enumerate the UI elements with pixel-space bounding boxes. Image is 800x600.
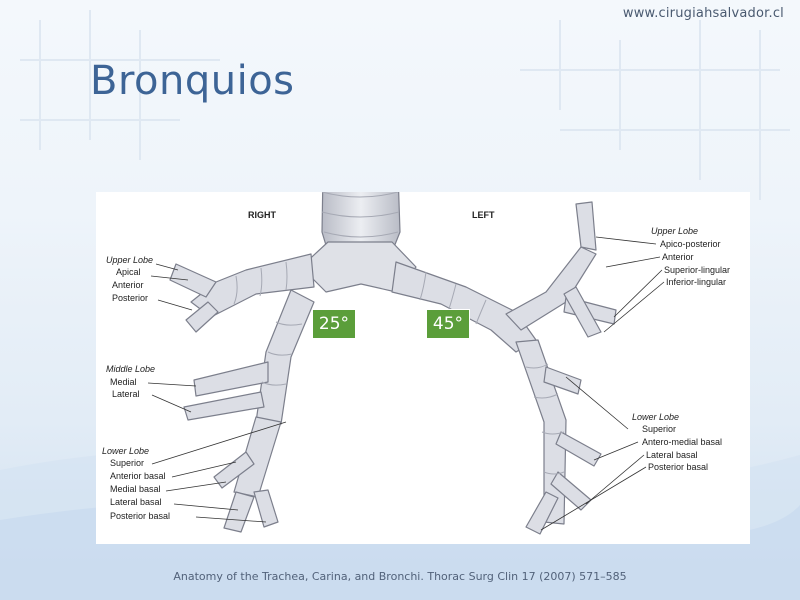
left-upper-lobe-trunk	[505, 246, 597, 331]
left-upper-label: Apico-posterior	[660, 239, 721, 249]
left-lower-trunk	[515, 339, 567, 525]
right-lower-branch-c	[253, 489, 279, 528]
citation: Anatomy of the Trachea, Carina, and Bron…	[173, 570, 627, 583]
left-lower-lateral	[550, 471, 592, 511]
right-upper-apical	[169, 263, 217, 298]
left-lower-posterior	[525, 491, 559, 535]
angle-badge-right: 25°	[312, 309, 356, 339]
right-middle-lateral	[183, 391, 265, 421]
right-lower-branch-b	[223, 491, 255, 533]
right-lower-branch-a	[213, 451, 255, 489]
right-middle-lobe-heading: Middle Lobe	[106, 364, 156, 374]
right-lower-label: Superior	[110, 458, 145, 468]
left-main-bronchus	[391, 261, 537, 353]
left-upper-apico-posterior	[575, 201, 597, 251]
side-label-left: LEFT	[472, 210, 495, 220]
left-upper-label: Superior-lingular	[664, 265, 731, 275]
left-lower-label: Lateral basal	[646, 450, 698, 460]
right-lower-label: Posterior basal	[110, 511, 171, 521]
left-lower-label: Superior	[642, 424, 677, 434]
left-lower-antero-medial	[555, 431, 602, 467]
left-upper-inferior	[563, 286, 602, 338]
slide-title: Bronquios	[90, 58, 295, 104]
bronchial-tree-figure: RIGHT LEFT Upper Lobe Apical Anterior Po…	[96, 192, 750, 544]
angle-badge-left: 45°	[426, 309, 470, 339]
right-middle-medial	[193, 361, 269, 397]
right-upper-label: Anterior	[112, 280, 144, 290]
site-url: www.cirugiahsalvador.cl	[622, 6, 784, 21]
left-lower-label: Posterior basal	[648, 462, 709, 472]
right-intermediate-bronchus	[255, 289, 315, 425]
right-middle-label: Medial	[110, 377, 137, 387]
side-label-right: RIGHT	[248, 210, 276, 220]
right-upper-posterior	[185, 301, 219, 333]
right-lower-label: Lateral basal	[110, 497, 162, 507]
left-lower-label: Antero-medial basal	[642, 437, 723, 447]
right-middle-label: Lateral	[112, 389, 140, 399]
left-lower-lobe-heading: Lower Lobe	[632, 412, 680, 422]
right-upper-label: Apical	[116, 267, 141, 277]
left-lower-superior	[543, 366, 582, 395]
bronchial-tree-illustration	[147, 192, 665, 535]
right-lower-label: Anterior basal	[110, 471, 166, 481]
left-upper-label: Inferior-lingular	[666, 277, 727, 287]
right-upper-lobe-heading: Upper Lobe	[106, 255, 154, 265]
right-upper-label: Posterior	[112, 293, 149, 303]
left-upper-label: Anterior	[662, 252, 694, 262]
right-lower-lobe-heading: Lower Lobe	[102, 446, 150, 456]
left-upper-lobe-heading: Upper Lobe	[651, 226, 699, 236]
right-lower-label: Medial basal	[110, 484, 161, 494]
